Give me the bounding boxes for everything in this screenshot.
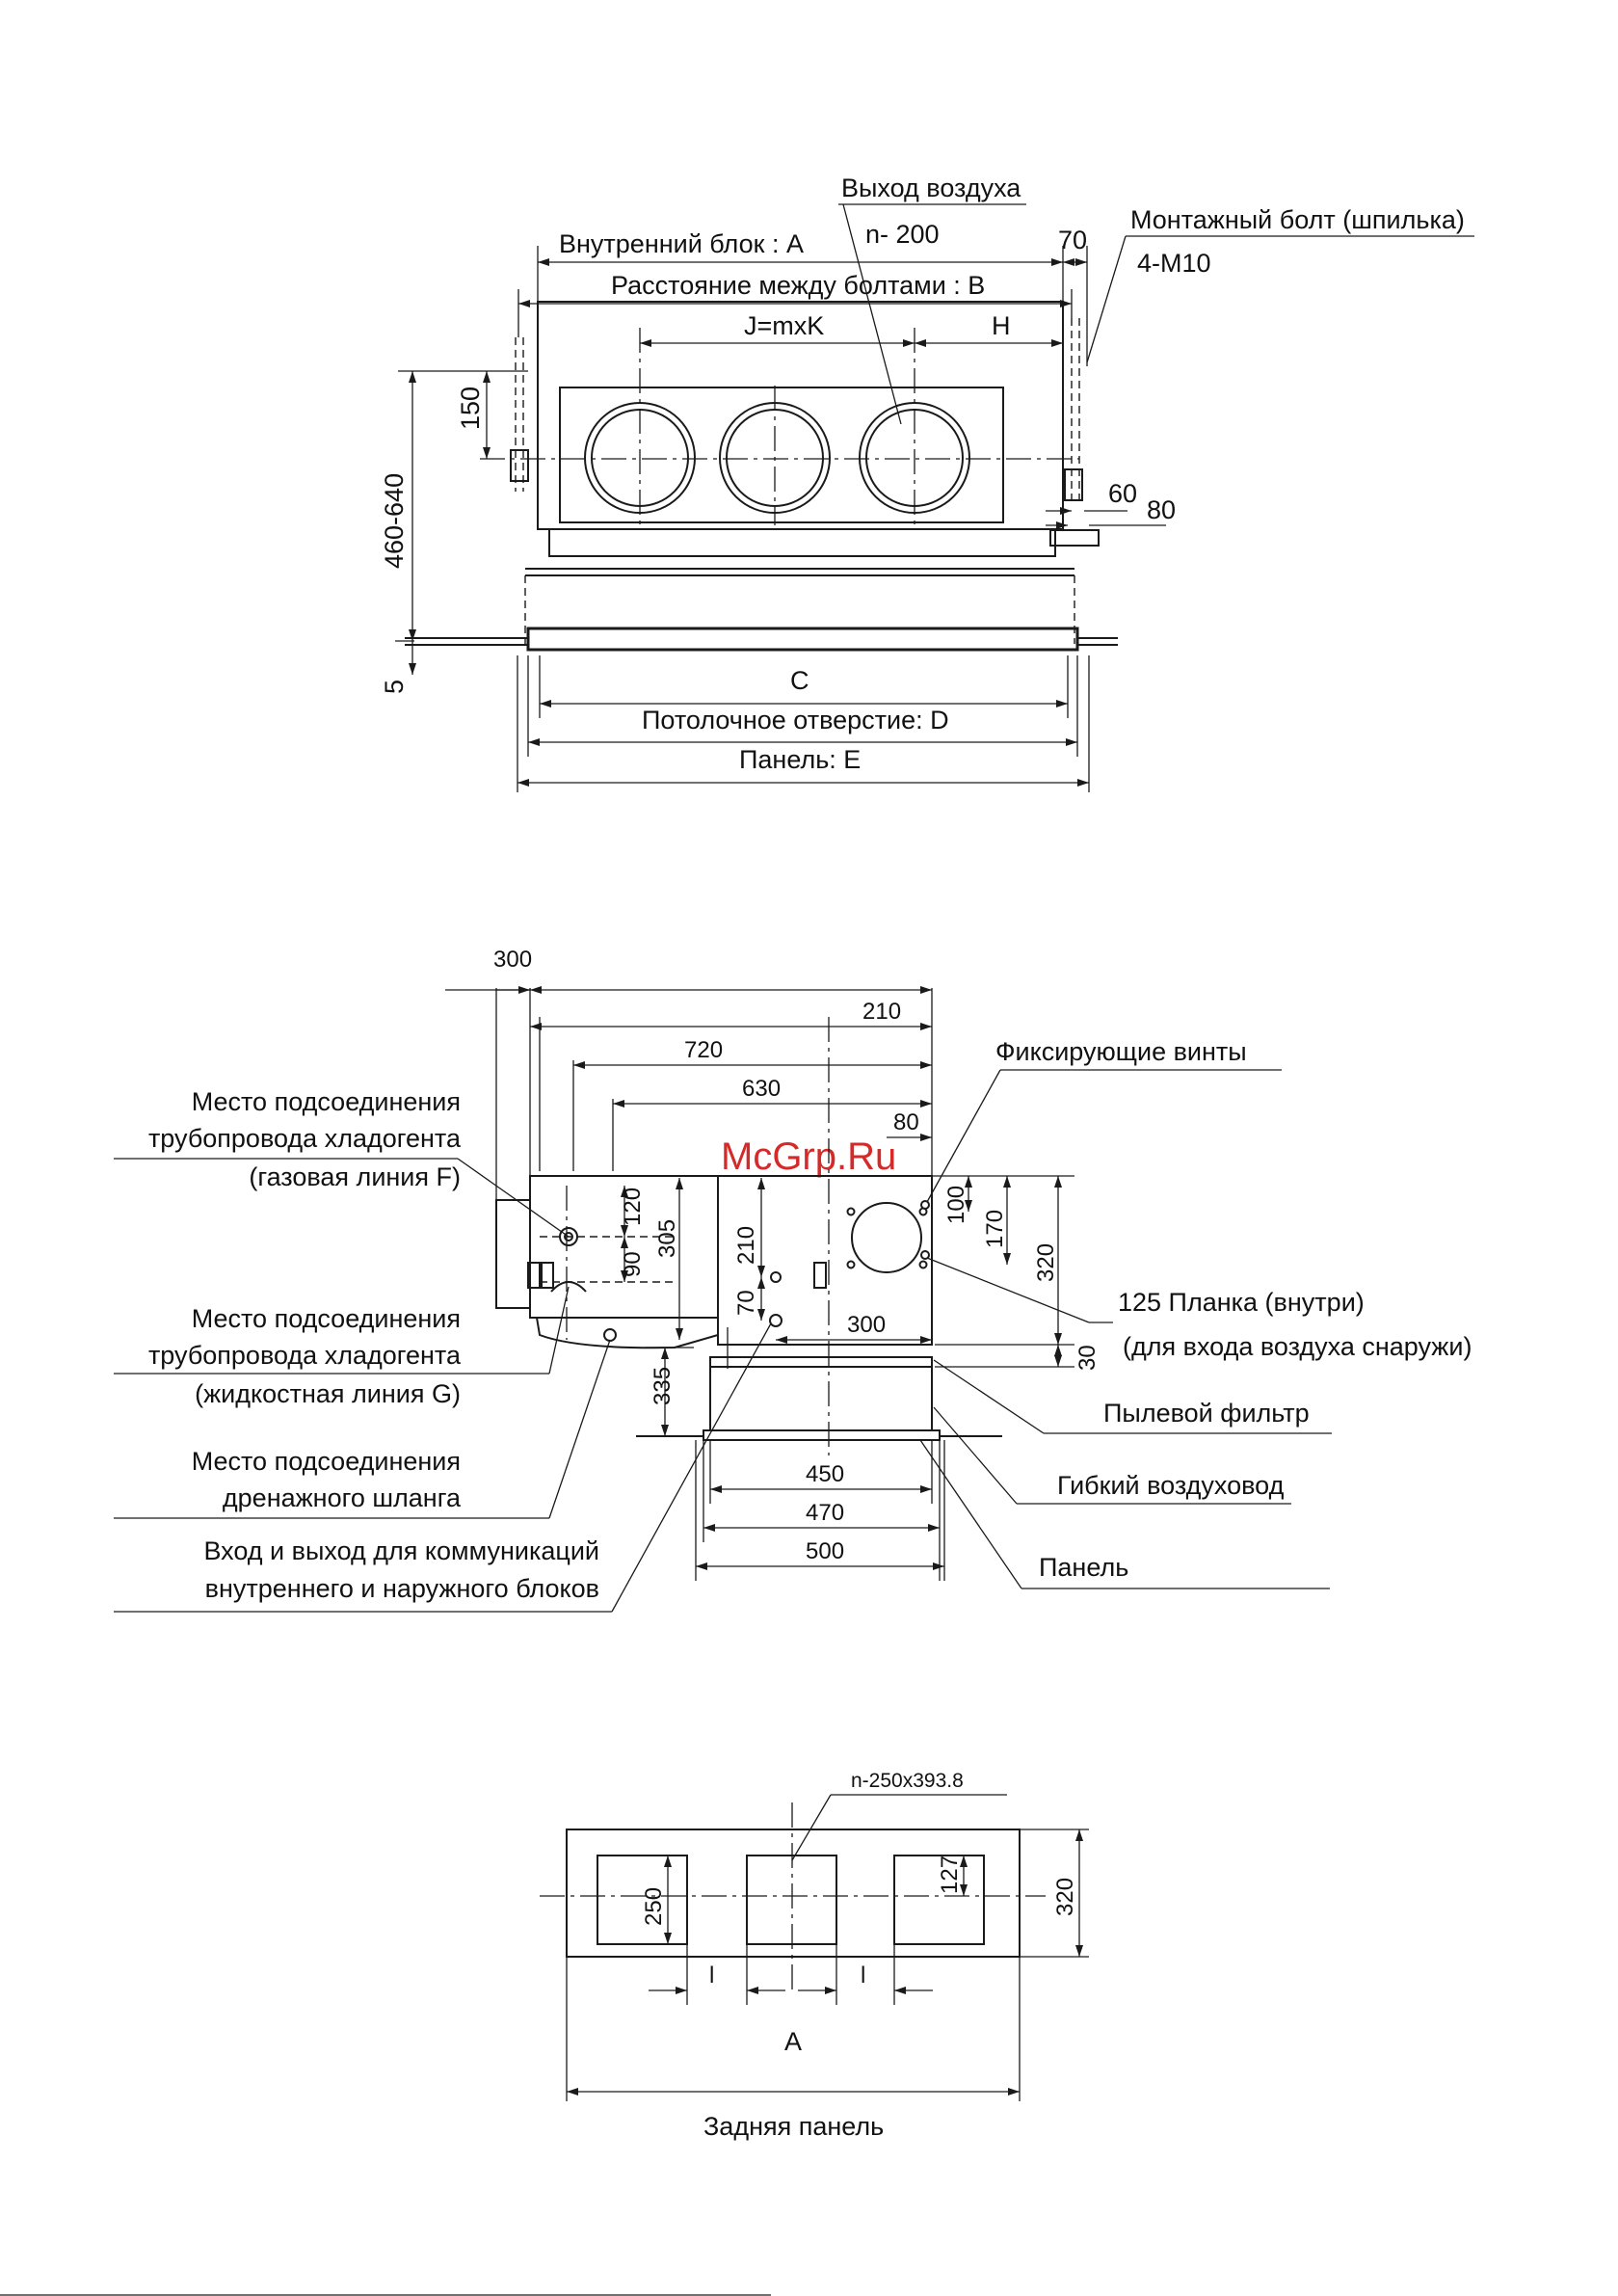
label-dim-305: 305 <box>654 1219 680 1258</box>
dust-filter <box>709 1356 933 1368</box>
label-flex-duct: Гибкий воздуховод <box>1057 1471 1285 1500</box>
label-outlet-size: n- 200 <box>865 220 940 249</box>
leader-flex-duct <box>933 1406 1018 1505</box>
label-dim-720: 720 <box>684 1037 723 1063</box>
label-drain-1: Место подсоединения <box>192 1447 461 1476</box>
label-fixing-screws: Фиксирующие винты <box>995 1037 1247 1066</box>
label-dim-450: 450 <box>806 1461 844 1487</box>
label-gas-line-1: Место подсоединения <box>192 1087 461 1116</box>
label-dim-210-top: 210 <box>862 999 901 1025</box>
label-dim-630: 630 <box>742 1076 781 1102</box>
label-liquid-line-2: трубопровода хладогента <box>148 1341 462 1370</box>
rear-opening-1 <box>597 1855 688 1945</box>
label-dim-320-rear: 320 <box>1052 1878 1078 1916</box>
label-indoor-unit: Внутренний блок : A <box>559 229 804 258</box>
label-drain-2: дренажного шланга <box>223 1483 462 1512</box>
label-dim-90: 90 <box>620 1251 646 1277</box>
label-dim-30: 30 <box>1074 1345 1101 1371</box>
leader-flange <box>926 1257 1090 1323</box>
label-flange-2: (для входа воздуха снаружи) <box>1123 1332 1472 1361</box>
label-bolt-spec: 4-M10 <box>1137 249 1211 278</box>
label-dim-80: 80 <box>893 1109 919 1135</box>
left-side-bracket <box>495 1199 531 1309</box>
label-gas-line-2: трубопровода хладогента <box>148 1124 462 1153</box>
label-a-rear: A <box>784 2027 802 2056</box>
label-dim-100: 100 <box>943 1186 969 1224</box>
label-dim-320: 320 <box>1033 1243 1059 1282</box>
label-h: H <box>992 311 1011 340</box>
leader-drain <box>548 1339 611 1519</box>
label-dim-250: 250 <box>641 1887 667 1926</box>
drain-port <box>603 1328 617 1342</box>
right-pipe-stub <box>1049 529 1100 547</box>
left-bolt-bracket <box>510 449 529 482</box>
label-comm-1: Вход и выход для коммуникаций <box>203 1536 599 1565</box>
label-dim-460-640: 460-640 <box>380 473 409 569</box>
rear-panel-outline <box>566 1829 1021 1958</box>
label-rear-size: n-250x393.8 <box>851 1770 964 1792</box>
panel <box>703 1429 941 1441</box>
label-comm-2: внутреннего и наружного блоков <box>205 1574 599 1603</box>
label-dim-5: 5 <box>380 680 409 694</box>
label-dim-70: 70 <box>1058 226 1087 254</box>
air-intake-flange <box>851 1202 922 1273</box>
label-mounting-bolt: Монтажный болт (шпилька) <box>1130 205 1465 234</box>
label-air-outlet: Выход воздуха <box>841 174 1021 202</box>
comm-port <box>769 1314 782 1327</box>
label-ceiling-opening: Потолочное отверстие: D <box>642 706 949 734</box>
right-bolt-bracket <box>1064 468 1083 501</box>
label-dim-70: 70 <box>733 1290 759 1316</box>
label-rear-panel-caption: Задняя панель <box>703 2112 884 2141</box>
outlet-frame <box>559 387 1004 523</box>
label-dim-150: 150 <box>456 387 485 430</box>
label-dim-60: 60 <box>1108 479 1137 508</box>
label-gap-right: l <box>861 1962 865 1989</box>
ceiling-panel <box>526 627 1079 652</box>
label-dust-filter: Пылевой фильтр <box>1103 1399 1310 1428</box>
label-dim-80: 80 <box>1147 495 1176 524</box>
unit-lower-strip <box>548 528 1056 557</box>
rear-opening-3 <box>893 1855 985 1945</box>
label-flange-1: 125 Планка (внутри) <box>1118 1288 1365 1317</box>
label-liquid-line-1: Место подсоединения <box>192 1304 461 1333</box>
leader-liquid-line <box>548 1286 570 1375</box>
label-dim-500: 500 <box>806 1538 844 1564</box>
side-view: 300 210 720 630 80 120 305 90 210 70 100… <box>114 947 1472 1613</box>
label-dim-120: 120 <box>620 1188 646 1226</box>
leader-comm <box>611 1322 772 1613</box>
leader-gas-line <box>457 1158 570 1238</box>
top-view: Выход воздуха n- 200 Внутренний блок : A… <box>380 174 1474 792</box>
leader-dust-filter <box>933 1359 1045 1434</box>
leader-air-outlet <box>842 203 902 425</box>
label-panel: Панель <box>1039 1553 1128 1582</box>
leader-fixing-screws <box>926 1069 1001 1203</box>
flexible-duct <box>709 1366 933 1431</box>
label-panel-e: Панель: E <box>739 745 861 774</box>
label-dim-210: 210 <box>733 1226 759 1265</box>
leader-rear-size <box>791 1794 832 1861</box>
label-liquid-line-3: (жидкостная линия G) <box>195 1379 461 1408</box>
leader-mounting-bolt <box>1086 235 1127 363</box>
fixing-screw <box>920 1200 930 1210</box>
label-gas-line-3: (газовая линия F) <box>249 1162 461 1191</box>
leader-panel <box>919 1439 1022 1589</box>
label-j-formula: J=mxK <box>744 311 824 340</box>
drain-pan <box>536 1317 719 1349</box>
rear-panel-view: n-250x393.8 250 127 320 l l A Задняя пан… <box>540 1770 1089 2141</box>
label-dim-170: 170 <box>982 1210 1008 1248</box>
label-gap-left: l <box>709 1962 714 1989</box>
label-dim-127: 127 <box>937 1855 963 1894</box>
label-dim-470: 470 <box>806 1500 844 1526</box>
label-dim-335: 335 <box>650 1367 676 1405</box>
label-bolt-distance: Расстояние между болтами : B <box>611 271 985 300</box>
label-dim-300: 300 <box>847 1312 886 1338</box>
label-dim-300-top: 300 <box>493 947 532 973</box>
watermark: McGrp.Ru <box>721 1135 896 1178</box>
label-c: C <box>790 666 809 695</box>
